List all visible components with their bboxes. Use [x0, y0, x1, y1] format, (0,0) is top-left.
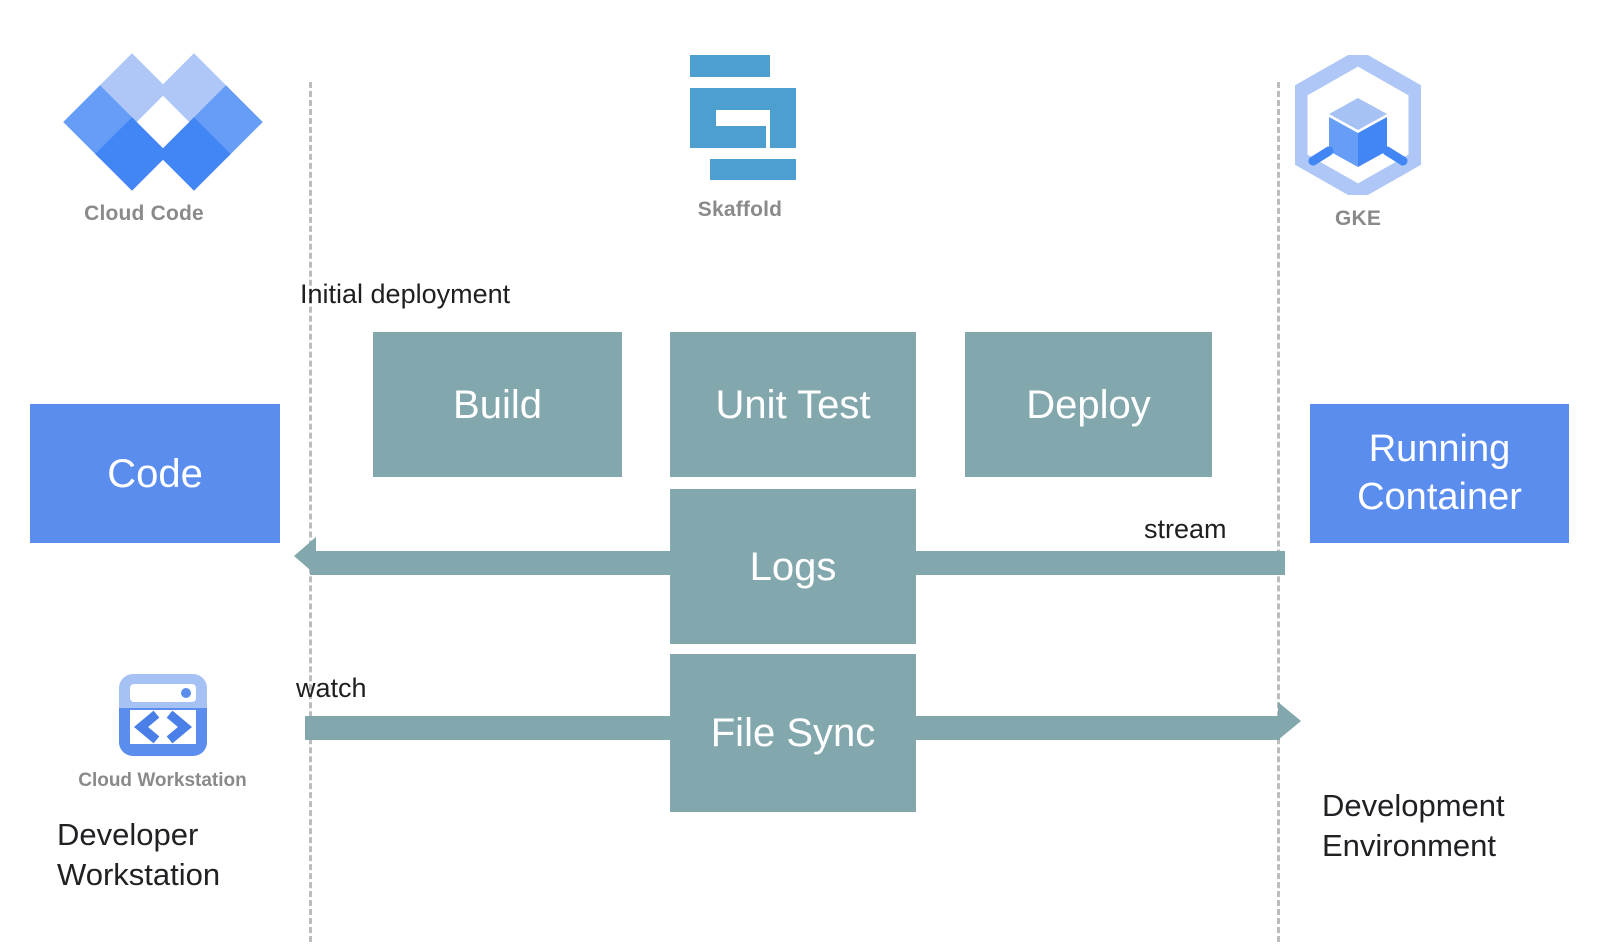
arrowhead-right-icon — [1278, 702, 1301, 740]
stage-box-build[interactable]: Build — [373, 332, 622, 477]
logo-cloud-workstation: Cloud Workstation — [60, 668, 265, 792]
stage-box-unit-test[interactable]: Unit Test — [670, 332, 916, 477]
logo-label-cloud-workstation: Cloud Workstation — [78, 770, 247, 791]
cloud-code-diamonds-icon — [63, 53, 263, 191]
skaffold-blocks-icon — [684, 55, 796, 180]
endpoint-box-running-container[interactable]: Running Container — [1310, 404, 1569, 543]
logo-label-gke: GKE — [1334, 207, 1382, 230]
stage-box-file-sync[interactable]: File Sync — [670, 654, 916, 812]
annotation-stream: stream — [1144, 514, 1227, 544]
zone-boundary-left — [309, 82, 312, 942]
logo-skaffold: Skaffold — [640, 55, 840, 222]
annotation-watch: watch — [296, 673, 367, 703]
logo-label-cloud-code: Cloud Code — [84, 202, 204, 225]
logo-gke: GKE — [1258, 49, 1458, 231]
arrowhead-left-icon — [294, 537, 316, 575]
gke-hexagon-cube-icon — [1292, 49, 1424, 201]
zone-caption-developer-workstation: Developer Workstation — [57, 817, 221, 892]
logo-label-skaffold: Skaffold — [697, 198, 783, 221]
annotation-initial-deployment: Initial deployment — [300, 279, 511, 309]
cloud-workstation-code-window-icon — [115, 668, 211, 762]
zone-caption-development-environment: Development Environment — [1322, 788, 1505, 863]
logo-cloud-code: Cloud Code — [44, 53, 263, 226]
zone-boundary-right — [1277, 82, 1280, 942]
endpoint-box-code[interactable]: Code — [30, 404, 280, 543]
stage-box-deploy[interactable]: Deploy — [965, 332, 1212, 477]
stage-box-logs[interactable]: Logs — [670, 489, 916, 644]
